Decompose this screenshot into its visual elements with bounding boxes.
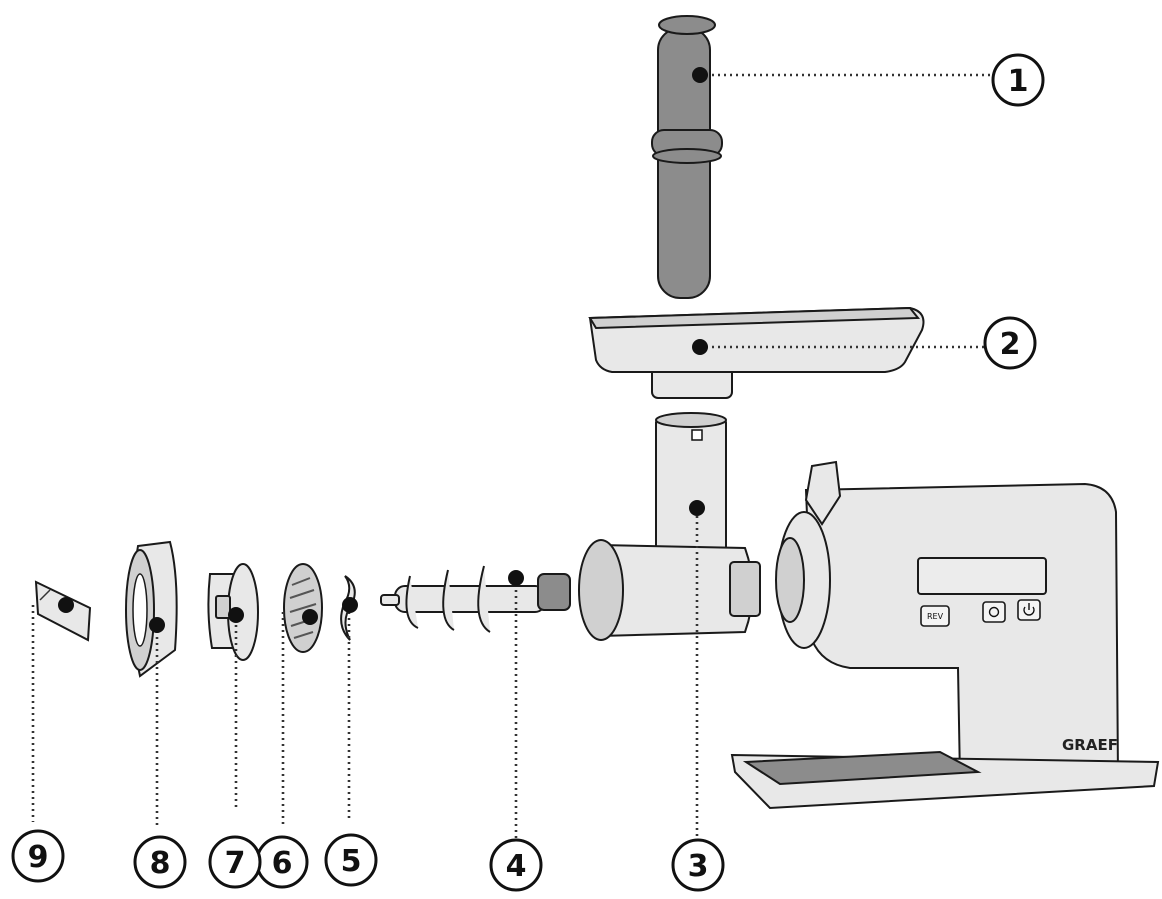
callout-2: 2 [983, 316, 1037, 370]
display-screen [917, 557, 1047, 595]
callout-3: 3 [671, 838, 725, 892]
grinder-housing [578, 412, 761, 641]
callout-4-label: 4 [506, 849, 527, 884]
callout-5-label: 5 [341, 844, 362, 879]
speed-button [982, 601, 1006, 623]
callout-1: 1 [991, 53, 1045, 107]
callout-7: 7 [208, 835, 262, 889]
callout-4: 4 [489, 838, 543, 892]
power-button [1017, 599, 1041, 621]
callout-5: 5 [324, 833, 378, 887]
brand-logo: GRAEF [1062, 736, 1118, 754]
callout-6: 6 [255, 835, 309, 889]
callout-9-label: 9 [28, 840, 49, 875]
auger [380, 565, 571, 633]
callout-1-label: 1 [1008, 64, 1029, 99]
leader-lines [31, 73, 990, 838]
callout-8: 8 [133, 835, 187, 889]
locking-ring [125, 540, 178, 678]
feeding-tray [588, 306, 925, 399]
callout-7-label: 7 [225, 846, 246, 881]
attachment-dots [58, 67, 708, 633]
rev-label: REV [927, 612, 944, 621]
callout-2-label: 2 [1000, 327, 1021, 362]
rev-button: REV [920, 605, 950, 627]
callout-8-label: 8 [150, 846, 171, 881]
callout-6-label: 6 [272, 846, 293, 881]
motor-base: REV GRAEF [730, 460, 1160, 810]
gear-icon [988, 606, 1000, 618]
power-icon [1023, 603, 1035, 616]
perforated-disc [283, 563, 323, 653]
callout-9: 9 [11, 829, 65, 883]
food-pusher [651, 15, 723, 299]
callout-3-label: 3 [688, 849, 709, 884]
